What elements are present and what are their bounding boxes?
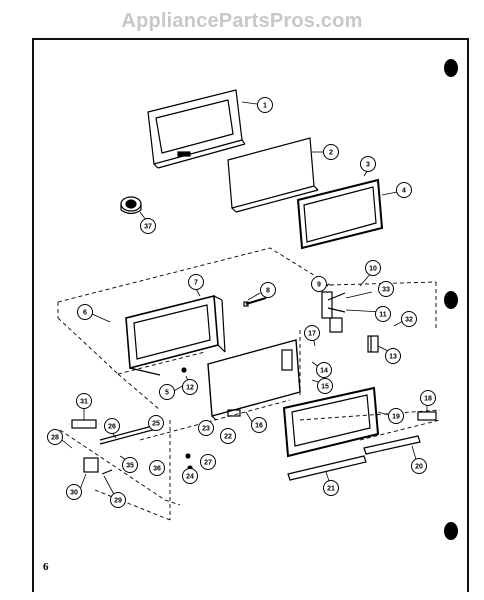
page-border: [32, 38, 469, 592]
callout-10: [365, 260, 381, 276]
callout-label-33: 33: [382, 287, 390, 294]
callout-label-30: 30: [70, 490, 78, 497]
part-front-frame-7: [125, 294, 226, 376]
callout-23: [198, 420, 214, 436]
callout-37: [140, 218, 156, 234]
callout-36: [149, 460, 165, 476]
callout-label-29: 29: [114, 498, 122, 505]
callout-16: [251, 417, 267, 433]
callout-label-23: 23: [202, 426, 210, 433]
callout-label-16: 16: [255, 423, 263, 430]
callout-15: [317, 378, 333, 394]
callout-9: [311, 276, 327, 292]
callout-label-18: 18: [424, 396, 432, 403]
part-knob-37: [120, 196, 142, 215]
callout-label-15: 15: [321, 384, 329, 391]
callout-29: [110, 492, 126, 508]
callout-11: [375, 306, 391, 322]
callout-label-4: 4: [402, 188, 406, 195]
callout-7: [188, 274, 204, 290]
binder-hole-middle: [444, 291, 458, 309]
callout-24: [182, 468, 198, 484]
callout-label-11: 11: [379, 312, 387, 319]
callout-4: [396, 182, 412, 198]
part-strip-21: [287, 455, 367, 481]
callout-label-26: 26: [108, 424, 116, 431]
part-frame-19: [282, 386, 437, 458]
callout-5: [159, 384, 175, 400]
callout-label-6: 6: [83, 310, 87, 317]
callout-31: [76, 393, 92, 409]
callout-label-14: 14: [320, 368, 328, 375]
callout-6: [77, 304, 93, 320]
callout-label-35: 35: [126, 463, 134, 470]
callout-label-10: 10: [369, 266, 377, 273]
callout-label-37: 37: [144, 224, 152, 231]
callout-2: [323, 144, 339, 160]
callout-label-22: 22: [224, 434, 232, 441]
callout-label-13: 13: [389, 354, 397, 361]
callout-label-36: 36: [153, 466, 161, 473]
callout-13: [385, 348, 401, 364]
part-13: [367, 335, 379, 353]
part-frame-top: [147, 89, 246, 169]
callout-label-32: 32: [405, 317, 413, 324]
callout-3: [360, 156, 376, 172]
callout-18: [420, 390, 436, 406]
callout-label-25: 25: [152, 421, 160, 428]
callout-35: [122, 457, 138, 473]
callout-1: [257, 97, 273, 113]
callout-21: [323, 480, 339, 496]
callout-17: [304, 325, 320, 341]
callout-label-8: 8: [266, 288, 270, 295]
callout-20: [411, 458, 427, 474]
callout-label-31: 31: [80, 399, 88, 406]
callout-label-20: 20: [415, 464, 423, 471]
callout-label-5: 5: [165, 390, 169, 397]
callout-label-17: 17: [308, 331, 316, 338]
callout-25: [148, 415, 164, 431]
callout-22: [220, 428, 236, 444]
callout-label-7: 7: [194, 280, 198, 287]
part-panel-16: [207, 339, 301, 421]
callout-label-21: 21: [327, 486, 335, 493]
binder-hole-top: [444, 59, 458, 77]
callout-30: [66, 484, 82, 500]
callout-label-3: 3: [366, 162, 370, 169]
callout-label-12: 12: [186, 385, 194, 392]
part-bracket-8: [243, 297, 267, 307]
part-17: [281, 349, 293, 371]
callout-8: [260, 282, 276, 298]
callout-12: [182, 379, 198, 395]
part-panel-2: [227, 137, 319, 213]
callout-label-28: 28: [51, 435, 59, 442]
assembly-outline: [57, 247, 441, 521]
part-glass-panel: [296, 178, 384, 250]
page-number: 6: [43, 561, 49, 573]
callout-33: [378, 281, 394, 297]
binder-hole-bottom: [444, 522, 458, 540]
part-handle-20: [363, 435, 421, 455]
callout-label-2: 2: [329, 150, 333, 157]
callout-32: [401, 311, 417, 327]
callout-27: [200, 454, 216, 470]
callout-label-1: 1: [263, 103, 267, 110]
callout-label-9: 9: [317, 282, 321, 289]
callout-28: [47, 429, 63, 445]
callout-26: [104, 418, 120, 434]
callout-label-19: 19: [392, 414, 400, 421]
watermark: AppliancePartsPros.com: [121, 10, 363, 32]
callout-label-24: 24: [186, 474, 194, 481]
callout-label-27: 27: [204, 460, 212, 467]
part-lower-left-assembly: [71, 367, 241, 475]
callout-19: [388, 408, 404, 424]
callout-14: [316, 362, 332, 378]
